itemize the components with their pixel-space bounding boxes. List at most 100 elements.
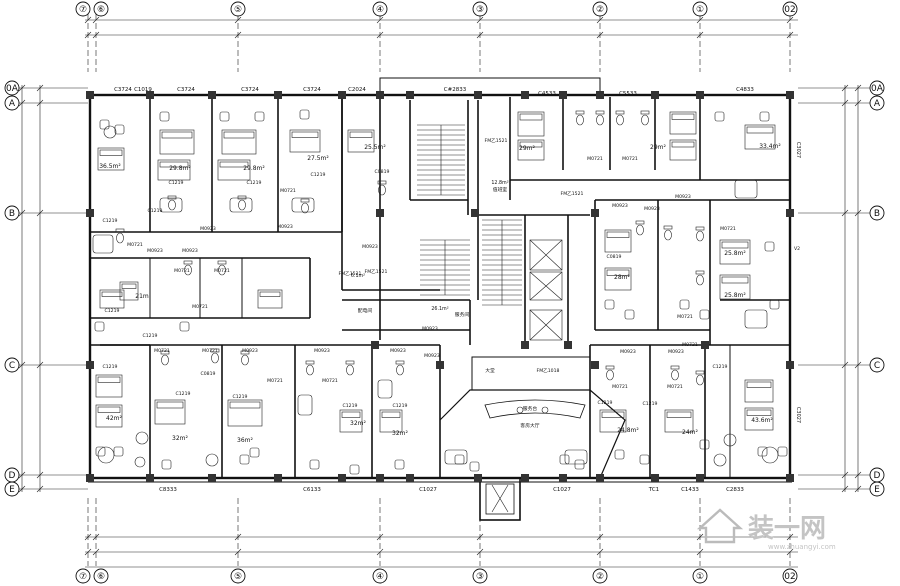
door-label: C1219 [343, 403, 358, 409]
round-table [134, 456, 146, 468]
armchair [249, 447, 260, 458]
door-label: C0819 [607, 254, 622, 260]
axis-bottom-4: ③ [476, 572, 484, 582]
column [521, 341, 529, 349]
axis-right-1-circle [869, 95, 885, 111]
bed [157, 159, 191, 181]
watermark-text: 装一网 [748, 514, 826, 544]
toilet-tank [605, 365, 615, 370]
axis-left-5-circle [4, 481, 20, 497]
pillow [161, 131, 193, 139]
column [86, 474, 94, 482]
door-label: C0819 [201, 371, 216, 377]
toilet-tank [663, 225, 673, 230]
room-area: 27.5m² [307, 155, 329, 162]
door-label: M0923 [612, 203, 628, 209]
door-label: M0721 [322, 378, 338, 384]
window-label-bottom: C1027 [553, 487, 571, 493]
axis-bottom-3: ④ [376, 572, 384, 582]
column [86, 361, 94, 369]
toilet [378, 184, 386, 196]
window-label-top: C3724 [241, 87, 259, 93]
watermark-logo [696, 508, 744, 544]
bed [257, 289, 283, 309]
door-label: M0721 [267, 378, 283, 384]
window-label-top: C3724 [177, 87, 195, 93]
bathtub [734, 179, 758, 199]
toilet-tank [615, 110, 625, 115]
door-label: M0923 [242, 348, 258, 354]
axis-bottom-0-circle [75, 568, 91, 584]
pillow [349, 131, 373, 138]
armchair [614, 449, 625, 460]
armchair [309, 459, 320, 470]
axis-right-3-circle [869, 357, 885, 373]
toilet-tank [240, 350, 250, 355]
column [274, 474, 282, 482]
door-label: M0923 [620, 349, 636, 355]
axis-bottom-0: ⑦ [79, 572, 87, 582]
toilet-tank [695, 370, 705, 375]
toilet [346, 364, 354, 376]
toilet [671, 369, 679, 381]
structural-columns [86, 91, 794, 482]
armchair [777, 446, 788, 457]
bed [97, 147, 125, 171]
bed [719, 239, 751, 265]
room-area: 32m² [172, 435, 188, 442]
column [786, 91, 794, 99]
axis-left-0-circle [4, 80, 20, 96]
column [651, 91, 659, 99]
door-label: M0721 [174, 268, 190, 274]
armchair [769, 299, 780, 310]
space-label: 大堂 [485, 367, 495, 374]
pillow [746, 409, 772, 416]
door-label: M0721 [677, 314, 693, 320]
window-label-side: C3027 [795, 142, 801, 158]
axis-bottom-5: ② [596, 572, 604, 582]
column [376, 474, 384, 482]
toilet-tank [115, 228, 125, 233]
armchair [299, 109, 310, 120]
space-label: 12.8m² [491, 180, 508, 186]
toilet [396, 364, 404, 376]
bed [339, 409, 363, 433]
axis-right-3: C [874, 361, 880, 371]
column [376, 209, 384, 217]
armchair [219, 111, 230, 122]
door-label: M0923 [314, 348, 330, 354]
axis-left-1: A [9, 99, 16, 109]
space-label: 服务间 [455, 311, 470, 318]
column [596, 474, 604, 482]
pillow [341, 411, 361, 418]
door-label: C1219 [148, 208, 163, 214]
column [371, 341, 379, 349]
bed [744, 379, 774, 403]
bed [599, 409, 627, 433]
lobby-outline [439, 389, 626, 479]
armchair [759, 111, 770, 122]
axis-right-5: E [874, 485, 880, 495]
pillow [156, 401, 184, 409]
door-label: V2 [794, 246, 800, 252]
pillow [259, 291, 281, 297]
axis-bottom-2-circle [230, 568, 246, 584]
toilet-tank [695, 270, 705, 275]
toilet-tank [377, 180, 387, 185]
room-area: 29m² [519, 145, 535, 152]
axis-bottom-5-circle [592, 568, 608, 584]
armchair [99, 119, 110, 130]
toilet-tank [635, 220, 645, 225]
window-label-bottom: C1027 [419, 487, 437, 493]
bed [227, 399, 263, 427]
column [786, 361, 794, 369]
bed [604, 267, 632, 291]
axis-top-2: ⑤ [234, 5, 242, 15]
axis-left-0: 0A [6, 84, 19, 94]
bed [221, 129, 257, 155]
door-label: M0923 [644, 206, 660, 212]
room-area: 25.8m² [724, 292, 746, 299]
door-label: M0923 [422, 326, 438, 332]
column [559, 91, 567, 99]
